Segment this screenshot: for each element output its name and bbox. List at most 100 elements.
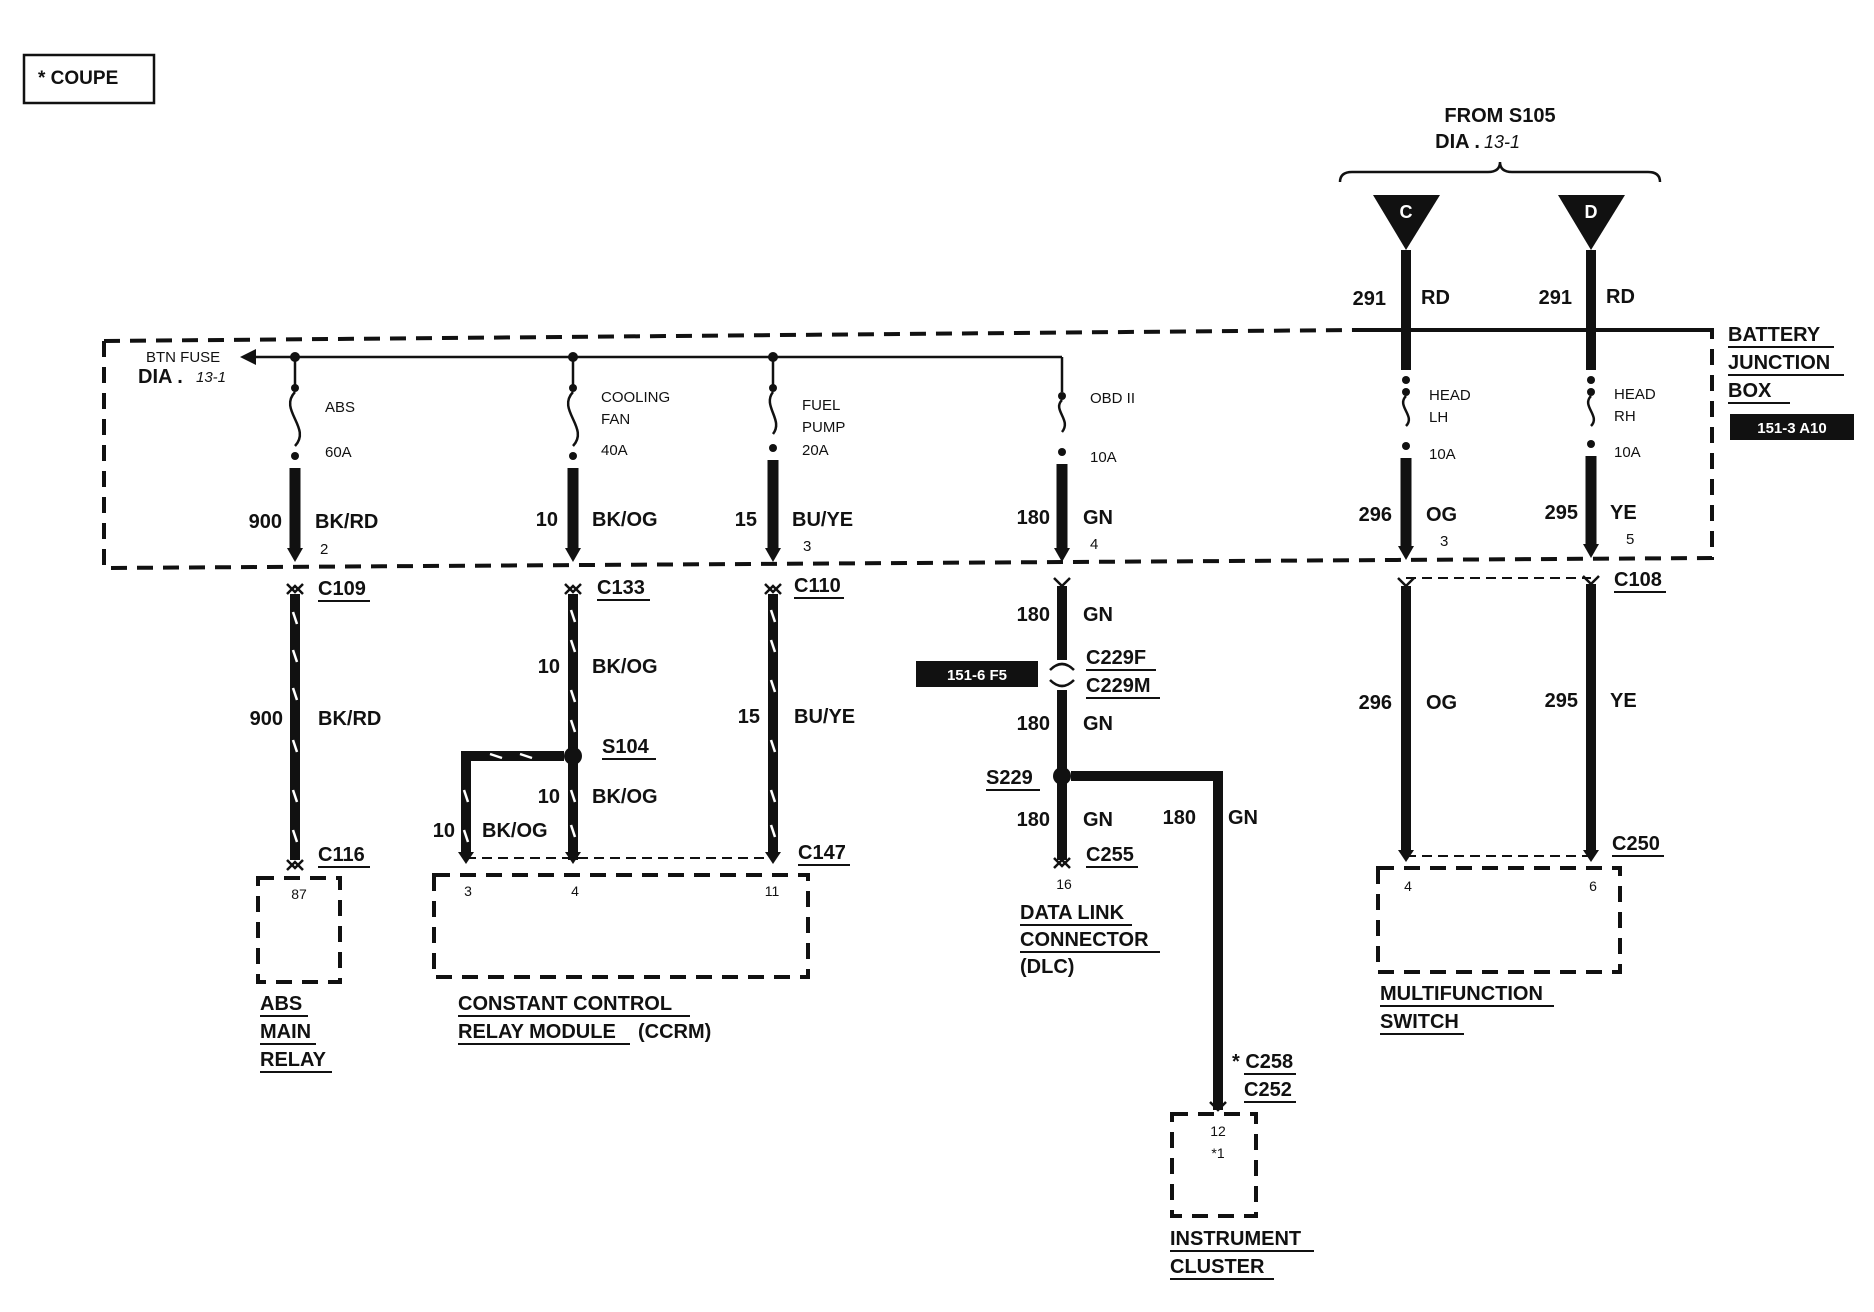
wire-291-d-num: 291: [1539, 287, 1572, 309]
dlc-ref-tag: [916, 661, 1038, 687]
pin-d-label: D: [1585, 202, 1598, 222]
source-dia-page: 13-1: [1484, 132, 1520, 152]
wire-295-color-2: YE: [1610, 690, 1637, 712]
wire-180-color-3: GN: [1083, 713, 1113, 735]
dlc-ref: 151-6 F5: [947, 667, 1007, 684]
connector-c250: C250: [1612, 833, 1660, 855]
wire-10-color-4: BK/OG: [482, 820, 548, 842]
fuse-head-lh-name-2: LH: [1429, 409, 1448, 426]
wire-296-num: 296: [1359, 504, 1392, 526]
connector-c133: C133: [597, 577, 645, 599]
splice-s229: [1053, 767, 1071, 785]
bjb-ref: 151-3 A10: [1757, 420, 1827, 437]
pin-ccrm-4: 4: [571, 883, 579, 899]
source-title: FROM S105: [1444, 105, 1555, 127]
ccrm-label-2: RELAY MODULE: [458, 1021, 616, 1043]
abs-main-relay-box: [256, 876, 342, 984]
bjb-ref-tag: [1730, 414, 1854, 440]
fuse-abs-rating: 60A: [325, 444, 352, 461]
wire-291-d-color: RD: [1606, 286, 1635, 308]
pin-c-label: C: [1400, 202, 1413, 222]
connector-c229f: C229F: [1086, 647, 1146, 669]
wire-10-color: BK/OG: [592, 509, 658, 531]
wire-295-num: 295: [1545, 502, 1578, 524]
wire-180-num-4: 180: [1017, 809, 1050, 831]
wire-180-num: 180: [1017, 507, 1050, 529]
wire-10-num: 10: [536, 509, 558, 531]
splice-s229-label: S229: [986, 767, 1033, 789]
abs-relay-label-2: MAIN: [260, 1021, 311, 1043]
wire-15-color: BU/YE: [792, 509, 853, 531]
bjb-outline-top-left: [103, 328, 1353, 343]
ccrm-label-1: CONSTANT CONTROL: [458, 993, 672, 1015]
pin-dlc: 16: [1056, 876, 1072, 892]
pin-mfs-6: 6: [1589, 878, 1597, 894]
connector-c109: C109: [318, 578, 366, 600]
wire-10-num-3: 10: [538, 786, 560, 808]
fuse-obd-symbol: [1057, 399, 1067, 433]
wire-180-num-3: 180: [1017, 713, 1050, 735]
wire-900-color: BK/RD: [315, 511, 378, 533]
pin-lh-bjb: 3: [1440, 533, 1448, 550]
wire-180-color-5: GN: [1228, 807, 1258, 829]
pin-d-triangle: [1558, 195, 1625, 250]
splice-s104-label: S104: [602, 736, 650, 758]
fuse-obd-name: OBD II: [1090, 390, 1135, 407]
connector-c252: C252: [1244, 1079, 1292, 1101]
abs-relay-label-1: ABS: [260, 993, 302, 1015]
pin-abs-relay: 87: [291, 886, 307, 902]
cluster-label-1: INSTRUMENT: [1170, 1228, 1301, 1250]
splice-s104: [564, 747, 582, 765]
connector-c116: C116: [318, 844, 365, 866]
connector-c229m: C229M: [1086, 675, 1150, 697]
mfs-label-1: MULTIFUNCTION: [1380, 983, 1543, 1005]
fuse-head-lh-name-1: HEAD: [1429, 387, 1471, 404]
fuse-head-rh-symbol: [1586, 395, 1596, 427]
bjb-label-2: JUNCTION: [1728, 352, 1830, 374]
fuse-fuel-pump-name-2: PUMP: [802, 419, 845, 436]
wire-291-c-num: 291: [1353, 288, 1386, 310]
btn-fuse-arrow: [240, 349, 256, 365]
pin-abs-bjb: 2: [320, 541, 328, 558]
pin-ccrm-11: 11: [765, 883, 780, 899]
btn-fuse-dia-page: 13-1: [196, 369, 226, 386]
coupe-legend: * COUPE: [38, 68, 118, 89]
wire-15-color-2: BU/YE: [794, 706, 855, 728]
fuse-fuel-pump-symbol: [768, 391, 778, 435]
fuse-fuel-pump-name-1: FUEL: [802, 397, 840, 414]
connector-c108: C108: [1614, 569, 1662, 591]
fuse-head-rh-name-2: RH: [1614, 408, 1636, 425]
mfs-label-2: SWITCH: [1380, 1011, 1459, 1033]
wire-180-num-5: 180: [1163, 807, 1196, 829]
source-dia-label: DIA .: [1435, 131, 1480, 153]
wire-295-num-2: 295: [1545, 690, 1578, 712]
wire-295-color: YE: [1610, 502, 1637, 524]
btn-fuse-dia: DIA .: [138, 366, 183, 388]
fuse-head-lh-rating: 10A: [1429, 446, 1456, 463]
bjb-label-3: BOX: [1728, 380, 1772, 402]
fuse-cooling-fan-name-2: FAN: [601, 411, 630, 428]
pin-rh-bjb: 5: [1626, 531, 1634, 548]
wire-10-num-4: 10: [433, 820, 455, 842]
instrument-cluster-box: [1170, 1112, 1258, 1218]
wire-291-c-color: RD: [1421, 287, 1450, 309]
wire-900-num-2: 900: [250, 708, 283, 730]
wire-15-num: 15: [735, 509, 757, 531]
connector-c147: C147: [798, 842, 846, 864]
ccrm-box: [432, 873, 810, 979]
wire-10-color-3: BK/OG: [592, 786, 658, 808]
fuse-abs-name: ABS: [325, 399, 355, 416]
connector-c110: C110: [794, 575, 841, 597]
pin-mfs-4: 4: [1404, 878, 1412, 894]
multifunction-switch-box: [1376, 866, 1622, 974]
wire-900-color-2: BK/RD: [318, 708, 381, 730]
pin-ccrm-3: 3: [464, 883, 472, 899]
pin-obd-bjb: 4: [1090, 536, 1098, 553]
fuse-abs-symbol: [288, 391, 302, 447]
wire-180-color-4: GN: [1083, 809, 1113, 831]
wire-296-color-2: OG: [1426, 692, 1457, 714]
connector-c258: * C258: [1232, 1051, 1293, 1073]
wire-900-num: 900: [249, 511, 282, 533]
wire-296-color: OG: [1426, 504, 1457, 526]
wire-10-stripe: [569, 609, 577, 838]
